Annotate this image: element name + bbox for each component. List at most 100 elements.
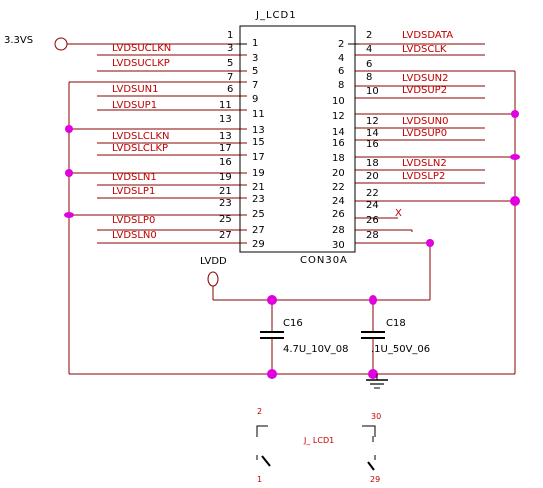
net-label: LVDSLN1 <box>112 172 157 183</box>
pin-num: 12 <box>366 116 379 127</box>
pin-num: 14 <box>366 128 379 139</box>
net-label: LVDSUP2 <box>402 85 447 96</box>
pin-num: 6 <box>366 59 372 70</box>
pin-num: 13 <box>252 125 265 136</box>
wires <box>67 43 516 375</box>
pin-num: 13 <box>219 131 232 142</box>
net-label: LVDSUP0 <box>402 128 447 139</box>
pin-num: 19 <box>219 172 232 183</box>
pin-num: 21 <box>252 182 265 193</box>
pin-num: 23 <box>252 194 265 205</box>
net-labels-left: LVDSUCLKN LVDSUCLKP LVDSUN1 LVDSUP1 LVDS… <box>112 43 171 241</box>
power-3v3-label: 3.3VS <box>4 35 33 46</box>
net-label: LVDSLCLKP <box>112 143 168 154</box>
net-labels-right: LVDSDATA LVDSCLK LVDSUN2 LVDSUP2 LVDSUN0… <box>402 30 453 182</box>
pin-num: 2 <box>338 39 344 50</box>
pin-num: 11 <box>252 109 265 120</box>
pin-num: 10 <box>332 96 345 107</box>
pin-num: 8 <box>338 80 344 91</box>
pin-num: 16 <box>332 138 345 149</box>
pin-num: 28 <box>366 230 379 241</box>
net-label: LVDSUN0 <box>402 116 449 127</box>
pin-num: 18 <box>332 153 345 164</box>
pin-num: 13 <box>219 114 232 125</box>
pin-num: 20 <box>332 168 345 179</box>
pin-num: 3 <box>252 53 258 64</box>
pin-num: 9 <box>252 94 258 105</box>
net-label: LVDSLN2 <box>402 158 447 169</box>
pin-num: 2 <box>366 30 372 41</box>
pin-num: 1 <box>252 38 258 49</box>
pin-num: 21 <box>219 186 232 197</box>
footprint-preview <box>256 425 376 471</box>
pin-num: 24 <box>332 196 345 207</box>
pin-num: 26 <box>366 215 379 226</box>
net-label: LVDSUP1 <box>112 100 157 111</box>
footprint-pin-2: 2 <box>257 407 262 416</box>
pin-numbers-inner-right: 2 4 6 8 10 12 14 16 18 20 22 24 26 28 30 <box>332 39 345 251</box>
capacitor-c18-ref: C18 <box>386 318 406 329</box>
pin-num: 5 <box>252 66 258 77</box>
junction-dots <box>64 110 520 379</box>
pin-num: 4 <box>366 44 372 55</box>
ground-symbol <box>366 374 388 389</box>
footprint-pin-29: 29 <box>370 475 380 484</box>
component-ref: J_LCD1 <box>255 10 297 21</box>
footprint-pin-30: 30 <box>371 412 381 421</box>
pin-num: 22 <box>332 182 345 193</box>
net-label: LVDSUCLKP <box>112 58 170 69</box>
pin-num: 5 <box>227 58 233 69</box>
pin-num: 23 <box>219 198 232 209</box>
pin-num: 7 <box>252 80 258 91</box>
pin-num: 27 <box>219 230 232 241</box>
pin-num: 8 <box>366 72 372 83</box>
net-label: LVDSUCLKN <box>112 43 171 54</box>
pin-num: 1 <box>227 30 233 41</box>
pin-num: 10 <box>366 86 379 97</box>
pin-num: 24 <box>366 200 379 211</box>
footprint-ref: J_ LCD1 <box>303 436 334 445</box>
pin-num: 25 <box>219 214 232 225</box>
net-label: LVDSLP2 <box>402 171 445 182</box>
pin-num: 28 <box>332 225 345 236</box>
capacitor-c16-symbol <box>260 331 284 339</box>
pin-num: 3 <box>227 43 233 54</box>
net-label: LVDSDATA <box>402 30 453 41</box>
pin-num: 27 <box>252 225 265 236</box>
pin-numbers-inner-left: 1 3 5 7 9 11 13 15 17 19 21 23 25 27 29 <box>252 38 265 250</box>
pin-num: 16 <box>219 157 232 168</box>
capacitor-c16-value: 4.7U_10V_08 <box>283 344 349 355</box>
pin-num: 14 <box>332 127 345 138</box>
pin-num: 11 <box>219 100 232 111</box>
net-label: LVDSLCLKN <box>112 131 170 142</box>
pin-num: 17 <box>252 152 265 163</box>
pin-num: 25 <box>252 209 265 220</box>
pin-num: 29 <box>252 239 265 250</box>
pin-num: 19 <box>252 168 265 179</box>
power-3v3-symbol <box>54 37 68 51</box>
pin-num: 15 <box>252 137 265 148</box>
net-label: LVDSUN1 <box>112 84 159 95</box>
pin-numbers-outer-left: 1 3 5 7 6 11 13 13 17 16 19 21 23 25 27 <box>219 30 233 241</box>
net-label: LVDSLN0 <box>112 230 157 241</box>
pin-num: 18 <box>366 158 379 169</box>
component-value: CON30A <box>300 255 348 266</box>
pin-num: 4 <box>338 53 344 64</box>
footprint-pin-1: 1 <box>257 475 262 484</box>
capacitor-c18-symbol <box>361 331 385 339</box>
connector-body <box>239 25 356 253</box>
pin-numbers-outer-right: 2 4 6 8 10 12 14 16 18 20 22 24 26 28 <box>366 30 379 241</box>
no-connect-mark: X <box>395 208 402 219</box>
power-lvdd-symbol <box>207 271 219 287</box>
net-label: LVDSLP0 <box>112 215 155 226</box>
pin-num: 7 <box>227 72 233 83</box>
net-label: LVDSCLK <box>402 44 447 55</box>
pin-num: 12 <box>332 111 345 122</box>
net-label: LVDSLP1 <box>112 186 155 197</box>
pin-num: 17 <box>219 143 232 154</box>
pin-num: 6 <box>227 84 233 95</box>
pin-num: 20 <box>366 171 379 182</box>
pin-num: 16 <box>366 139 379 150</box>
pin-num: 6 <box>338 66 344 77</box>
pin-num: 22 <box>366 188 379 199</box>
